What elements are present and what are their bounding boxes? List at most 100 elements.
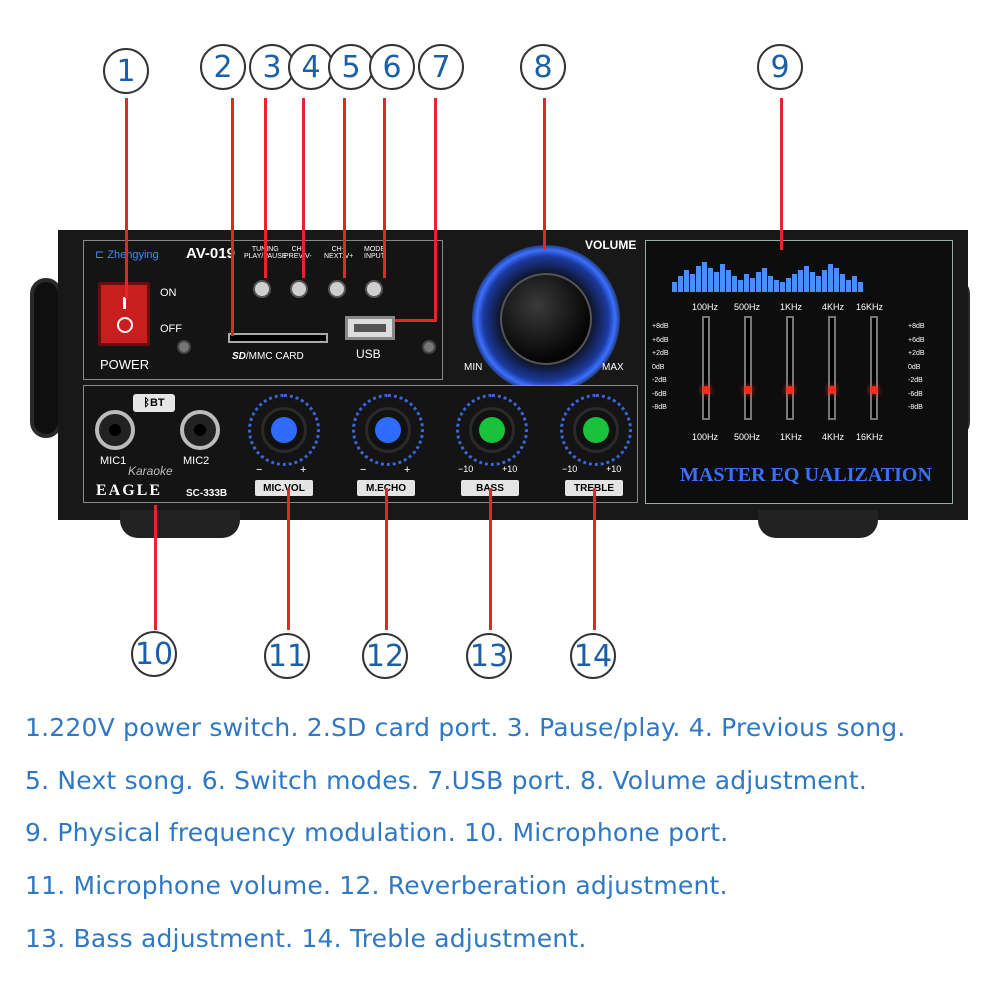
sd-card-slot[interactable]	[228, 333, 328, 343]
echo-max: +	[404, 464, 411, 476]
mic-vol-max: +	[300, 464, 307, 476]
treble-max: +10	[606, 464, 622, 474]
callout-13: 13	[466, 633, 512, 679]
usb-label: USB	[356, 347, 381, 361]
play-pause-button[interactable]	[253, 280, 271, 298]
knob-cap	[375, 417, 401, 443]
eq-slider-4khz[interactable]	[828, 316, 836, 420]
description-line-5: 13. Bass adjustment. 14. Treble adjustme…	[25, 924, 587, 953]
leader-line-4	[302, 98, 305, 278]
leader-line-3	[264, 98, 267, 278]
eq-slider-1khz[interactable]	[786, 316, 794, 420]
callout-8: 8	[520, 44, 566, 90]
brand-icon: ⊏	[95, 249, 108, 261]
mic2-label: MIC2	[183, 455, 210, 467]
volume-min-label: MIN	[464, 362, 483, 373]
bass-max: +10	[502, 464, 518, 474]
callout-5: 5	[328, 44, 374, 90]
power-off-symbol	[117, 317, 133, 333]
bass-ring	[456, 394, 528, 466]
bluetooth-badge: ᛒ BT	[133, 394, 175, 412]
leader-line-5	[343, 98, 346, 278]
power-label: POWER	[100, 357, 150, 372]
mic-vol-knob[interactable]	[261, 407, 307, 453]
bluetooth-icon: ᛒ	[143, 397, 150, 409]
callout-6: 6	[369, 44, 415, 90]
description-line-4: 11. Microphone volume. 12. Reverberation…	[25, 871, 728, 900]
model-label: AV-019	[186, 245, 235, 262]
screw-icon	[177, 340, 191, 354]
power-on-label: ON	[160, 287, 177, 299]
eq-led	[828, 386, 836, 394]
sd-label: SD/MMC CARD	[232, 351, 304, 362]
callout-14: 14	[570, 633, 616, 679]
callout-9: 9	[757, 44, 803, 90]
callout-4: 4	[288, 44, 334, 90]
usb-port[interactable]	[345, 316, 395, 340]
knob-cap	[583, 417, 609, 443]
eq-band-bottom: 4KHz	[822, 432, 845, 442]
eq-led	[744, 386, 752, 394]
eq-band-top: 100Hz	[692, 302, 719, 312]
mic2-jack[interactable]	[180, 410, 220, 450]
eagle-logo: EAGLE	[96, 482, 163, 499]
leader-line-11	[287, 488, 290, 630]
spectrum-display	[672, 262, 892, 298]
prev-label: CH- PREV/V-	[284, 246, 312, 260]
callout-11: 11	[264, 633, 310, 679]
mic-vol-label: MIC.VOL	[255, 480, 313, 496]
treble-ring	[560, 394, 632, 466]
echo-ring	[352, 394, 424, 466]
eq-led	[786, 386, 794, 394]
eq-led	[702, 386, 710, 394]
mode-button[interactable]	[365, 280, 383, 298]
callout-12: 12	[362, 633, 408, 679]
eq-slider-500hz[interactable]	[744, 316, 752, 420]
eq-title: MASTER EQ UALIZATION	[680, 464, 932, 486]
eq-slider-100hz[interactable]	[702, 316, 710, 420]
treble-knob[interactable]	[573, 407, 619, 453]
leader-line-13	[489, 488, 492, 630]
eq-led	[870, 386, 878, 394]
brand-logo: ⊏ Zhengying	[95, 249, 159, 261]
leader-line-6	[383, 98, 386, 278]
treble-min: −10	[562, 464, 578, 474]
eq-band-bottom: 16KHz	[856, 432, 884, 442]
left-foot	[120, 510, 240, 538]
eq-band-bottom: 500Hz	[734, 432, 761, 442]
bass-min: −10	[458, 464, 474, 474]
karaoke-label: Karaoke	[128, 464, 173, 478]
volume-knob[interactable]	[500, 273, 592, 365]
callout-1: 1	[103, 48, 149, 94]
eq-band-top: 16KHz	[856, 302, 884, 312]
knob-cap	[479, 417, 505, 443]
volume-max-label: MAX	[602, 362, 624, 373]
bass-knob[interactable]	[469, 407, 515, 453]
mic1-label: MIC1	[100, 455, 127, 467]
mic1-jack[interactable]	[95, 410, 135, 450]
echo-knob[interactable]	[365, 407, 411, 453]
prev-button[interactable]	[290, 280, 308, 298]
callout-2: 2	[200, 44, 246, 90]
leader-line-1	[125, 98, 128, 298]
leader-line-7-h	[395, 319, 437, 322]
leader-line-14	[593, 488, 596, 630]
knob-cap	[271, 417, 297, 443]
eq-band-top: 500Hz	[734, 302, 761, 312]
next-label: CH+ NEXT/V+	[324, 246, 354, 260]
eq-band-bottom: 100Hz	[692, 432, 719, 442]
description-line-2: 5. Next song. 6. Switch modes. 7.USB por…	[25, 766, 868, 795]
power-switch[interactable]	[98, 282, 150, 346]
leader-line-8	[543, 98, 546, 250]
volume-label: VOLUME	[585, 238, 637, 252]
callout-10: 10	[131, 631, 177, 677]
power-off-label: OFF	[160, 323, 182, 335]
next-button[interactable]	[328, 280, 346, 298]
mode-label: MODE INPUT	[364, 246, 385, 260]
leader-line-7	[434, 98, 437, 320]
callout-7: 7	[418, 44, 464, 90]
description-line-3: 9. Physical frequency modulation. 10. Mi…	[25, 818, 729, 847]
eq-slider-16khz[interactable]	[870, 316, 878, 420]
leader-line-10	[154, 505, 157, 630]
